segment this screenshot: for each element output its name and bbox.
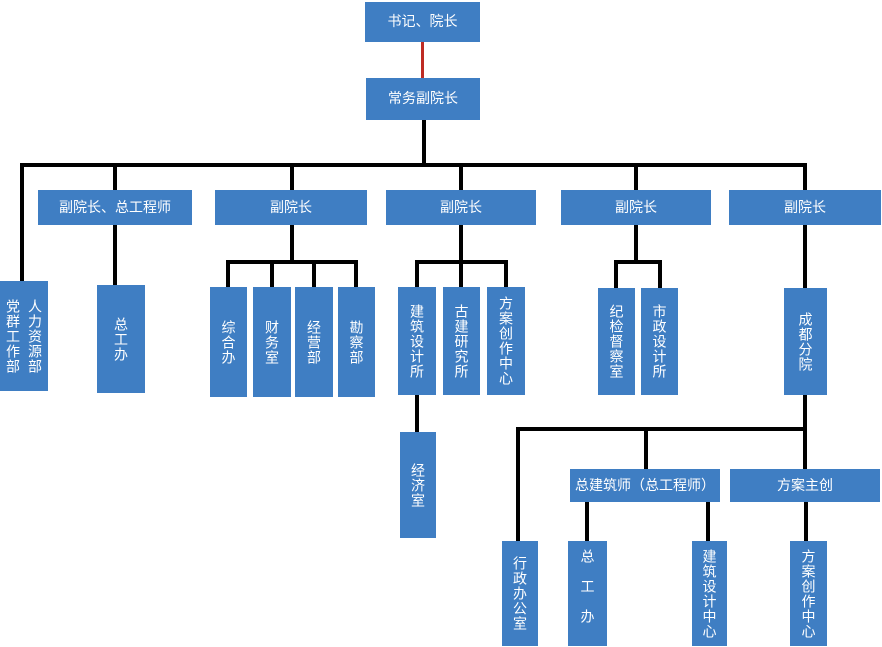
node-business-dept[interactable]: 经营部 xyxy=(295,287,333,397)
connector-line xyxy=(516,427,520,543)
connector-line xyxy=(113,163,117,192)
connector-line xyxy=(644,427,648,471)
connector-line xyxy=(803,223,807,290)
connector-line xyxy=(226,260,358,264)
connector-line xyxy=(634,223,638,264)
node-chief-eng-office[interactable]: 总工办 xyxy=(97,285,145,393)
node-vp4[interactable]: 副院长 xyxy=(561,190,711,225)
connector-line xyxy=(803,163,807,192)
connector-line xyxy=(354,260,358,289)
connector-line xyxy=(804,500,808,543)
connector-line xyxy=(614,260,618,290)
connector-line xyxy=(290,223,294,264)
connector-line xyxy=(312,260,316,289)
connector-top-red xyxy=(421,42,424,78)
node-chairman[interactable]: 书记、院长 xyxy=(365,2,480,42)
connector-line xyxy=(226,260,230,289)
connector-line xyxy=(634,163,638,192)
node-general-office[interactable]: 综合办 xyxy=(210,287,247,397)
node-arch-design-inst[interactable]: 建筑设计所 xyxy=(398,287,436,395)
connector-line xyxy=(290,163,294,192)
connector-line xyxy=(803,427,807,471)
connector-line xyxy=(803,394,807,431)
connector-line xyxy=(270,260,274,289)
node-chief-architect[interactable]: 总建筑师（总工程师） xyxy=(570,469,720,502)
node-municipal-design-inst[interactable]: 市政设计所 xyxy=(641,288,678,395)
connector-line xyxy=(20,163,24,283)
node-survey-dept[interactable]: 勘察部 xyxy=(338,287,375,397)
node-vp1[interactable]: 副院长、总工程师 xyxy=(38,190,192,225)
node-vp2[interactable]: 副院长 xyxy=(215,190,367,225)
connector-line xyxy=(504,260,508,289)
node-vp5[interactable]: 副院长 xyxy=(729,190,881,225)
node-discipline-office[interactable]: 纪检督察室 xyxy=(598,288,635,395)
connector-line xyxy=(20,163,807,167)
connector-line xyxy=(585,500,589,543)
node-vp3[interactable]: 副院长 xyxy=(386,190,536,225)
node-admin-office[interactable]: 行政办公室 xyxy=(502,541,538,646)
connector-line xyxy=(113,223,117,287)
node-exec-vp[interactable]: 常务副院长 xyxy=(366,78,480,120)
node-chengdu-branch[interactable]: 成都分院 xyxy=(784,288,827,395)
node-chief-eng-office-2[interactable]: 总工办 xyxy=(568,541,607,646)
connector-line xyxy=(516,427,807,431)
connector-line xyxy=(658,260,662,290)
connector-line xyxy=(422,120,426,165)
node-ancient-arch-inst[interactable]: 古建研究所 xyxy=(443,287,480,395)
connector-line xyxy=(459,223,463,264)
connector-line xyxy=(459,163,463,192)
node-finance-office[interactable]: 财务室 xyxy=(253,287,291,397)
node-economy-office[interactable]: 经济室 xyxy=(400,432,436,538)
connector-line xyxy=(415,394,419,434)
node-scheme-lead[interactable]: 方案主创 xyxy=(730,469,880,502)
node-scheme-creation-center-2[interactable]: 方案创作中心 xyxy=(790,541,827,646)
connector-line xyxy=(459,260,463,289)
node-hr-party[interactable]: 人力资源部 党群工作部 xyxy=(0,281,48,391)
node-arch-design-center[interactable]: 建筑设计中心 xyxy=(692,541,727,646)
connector-line xyxy=(614,260,662,264)
connector-line xyxy=(706,500,710,543)
node-scheme-creation-center[interactable]: 方案创作中心 xyxy=(487,287,525,395)
connector-line xyxy=(415,260,419,289)
